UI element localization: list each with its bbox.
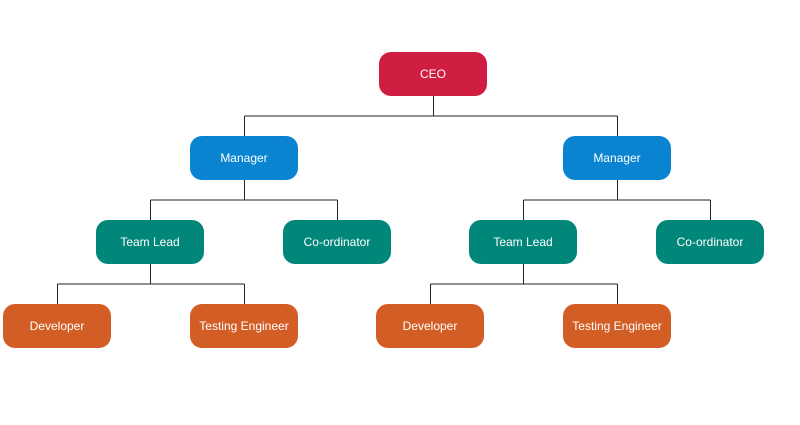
- node-label: Developer: [402, 319, 458, 333]
- node-developer-right[interactable]: Developer: [376, 304, 484, 348]
- node-team-lead-right[interactable]: Team Lead: [469, 220, 577, 264]
- node-coordinator-right[interactable]: Co-ordinator: [656, 220, 764, 264]
- node-label: Manager: [593, 151, 641, 165]
- node-label: Co-ordinator: [303, 235, 371, 249]
- node-team-lead-left[interactable]: Team Lead: [96, 220, 204, 264]
- node-ceo[interactable]: CEO: [379, 52, 487, 96]
- node-manager-right[interactable]: Manager: [563, 136, 671, 180]
- node-testing-engineer-left[interactable]: Testing Engineer: [190, 304, 298, 348]
- node-label: Developer: [29, 319, 85, 333]
- node-coordinator-left[interactable]: Co-ordinator: [283, 220, 391, 264]
- node-testing-engineer-right[interactable]: Testing Engineer: [563, 304, 671, 348]
- node-label: Testing Engineer: [572, 319, 662, 333]
- node-developer-left[interactable]: Developer: [3, 304, 111, 348]
- node-label: Testing Engineer: [199, 319, 289, 333]
- node-label: Co-ordinator: [676, 235, 744, 249]
- node-label: Manager: [220, 151, 268, 165]
- node-label: Team Lead: [120, 235, 180, 249]
- node-label: Team Lead: [493, 235, 553, 249]
- node-manager-left[interactable]: Manager: [190, 136, 298, 180]
- node-label: CEO: [419, 67, 446, 81]
